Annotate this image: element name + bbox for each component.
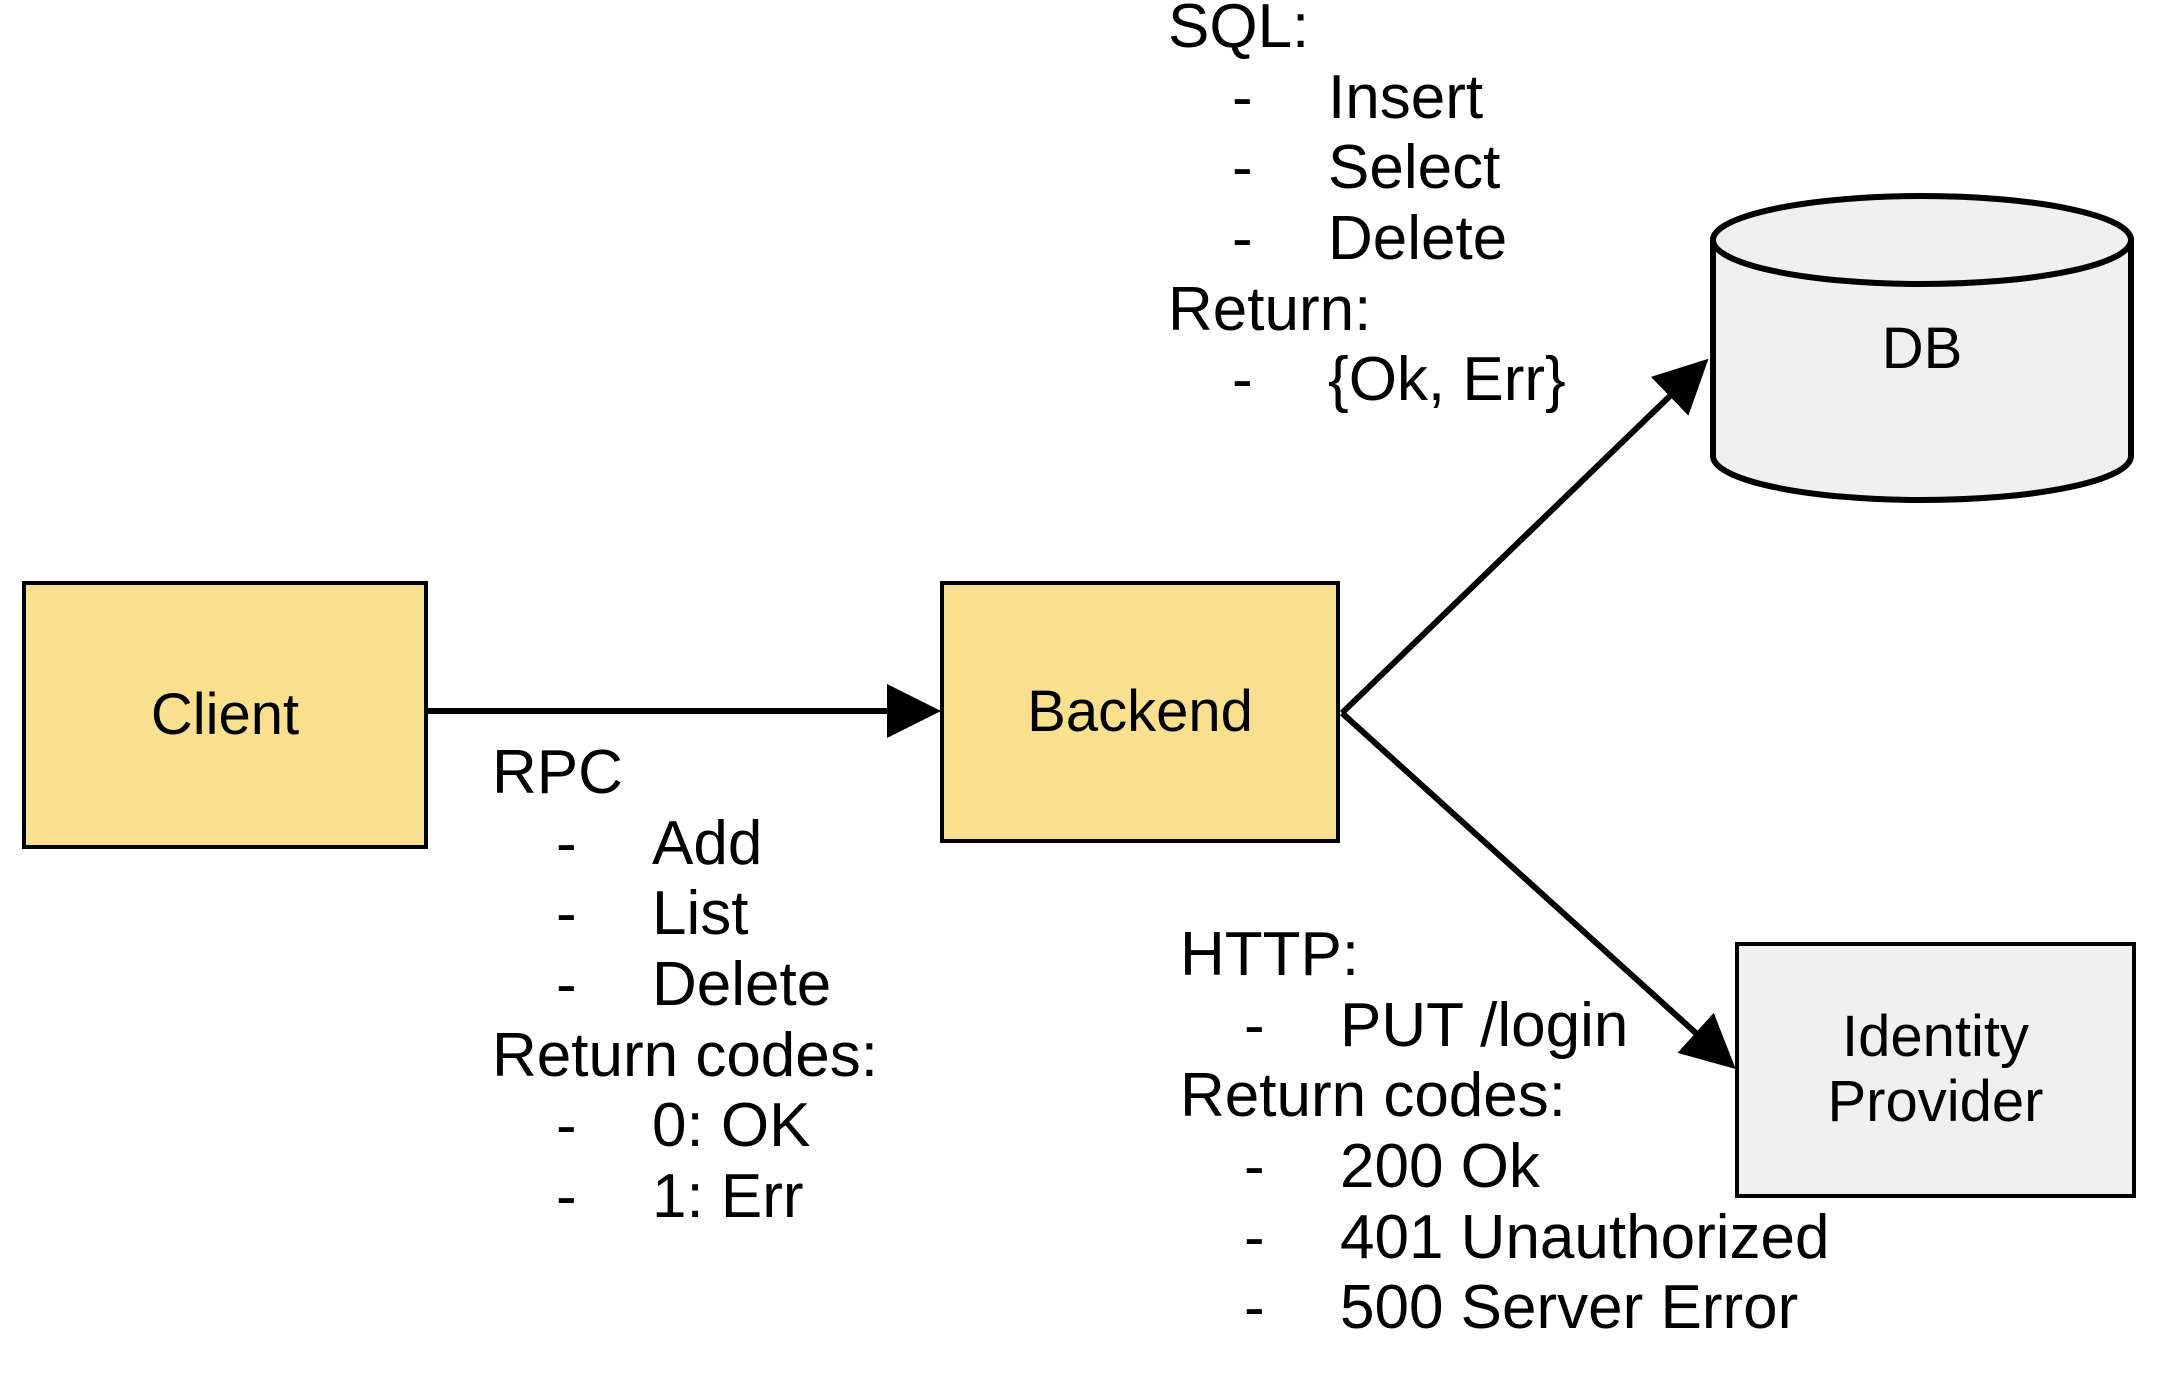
sql-item-2: - Delete [1168, 204, 1566, 275]
bullet-dash: - [1244, 1132, 1265, 1202]
bullet-dash: - [1232, 62, 1253, 132]
annotation-http: HTTP: -PUT /login Return codes: -200 Ok … [1180, 920, 1829, 1344]
http-heading: HTTP: [1180, 920, 1360, 989]
http-item-0-label: PUT /login [1340, 990, 1629, 1060]
bullet-dash: - [1244, 990, 1265, 1060]
bullet-dash: - [556, 879, 577, 949]
annotation-sql: SQL: - Insert - Select - Delete Return: - {O… [1168, 0, 1566, 416]
sql-return-0-label: {Ok, Err} [1328, 345, 1566, 415]
http-return-2: - 500 Server Error [1180, 1273, 1829, 1344]
rpc-item-1: - List [492, 879, 878, 950]
rpc-return-1-label: 1: Err [652, 1162, 804, 1232]
database-cylinder-icon [1710, 193, 2134, 503]
http-item-0: - PUT /login [1180, 991, 1829, 1062]
node-client[interactable]: Client [22, 581, 428, 849]
bullet-dash: - [1232, 133, 1253, 203]
node-backend[interactable]: Backend [940, 581, 1340, 843]
node-database-label: DB [1881, 315, 1963, 381]
sql-item-0-label: Insert [1328, 62, 1484, 132]
sql-item-1: - Select [1168, 133, 1566, 204]
bullet-dash: - [556, 1091, 577, 1161]
http-return-1: - 401 Unauthorized [1180, 1203, 1829, 1274]
rpc-return-0: - 0: OK [492, 1091, 878, 1162]
bullet-dash: - [556, 1162, 577, 1232]
sql-return-0: - {Ok, Err} [1168, 345, 1566, 416]
rpc-return-0-label: 0: OK [652, 1091, 811, 1161]
rpc-heading: RPC [492, 738, 623, 807]
rpc-item-0-label: Add [652, 808, 763, 878]
sql-item-2-label: Delete [1328, 204, 1508, 274]
bullet-dash: - [1244, 1273, 1265, 1343]
rpc-item-2-label: Delete [652, 950, 832, 1020]
bullet-dash: - [1244, 1202, 1265, 1272]
http-returns-heading: Return codes: [1180, 1061, 1566, 1131]
node-identity-provider-label: Identity Provider [1827, 1004, 2044, 1134]
sql-heading: SQL: [1168, 0, 1310, 61]
node-backend-label: Backend [1027, 678, 1253, 744]
node-identity-provider[interactable]: Identity Provider [1735, 942, 2136, 1198]
rpc-item-1-label: List [652, 879, 749, 949]
bullet-dash: - [556, 808, 577, 878]
bullet-dash: - [1232, 345, 1253, 415]
sql-returns-heading: Return: [1168, 274, 1372, 344]
sql-item-0: - Insert [1168, 63, 1566, 134]
rpc-return-1: - 1: Err [492, 1162, 878, 1233]
http-return-1-label: 401 Unauthorized [1340, 1202, 1830, 1272]
bullet-dash: - [1232, 204, 1253, 274]
edge-backend-to-db [1339, 358, 1709, 716]
rpc-item-2: - Delete [492, 950, 878, 1021]
node-database[interactable]: DB [1708, 192, 2136, 504]
sql-item-1-label: Select [1328, 133, 1501, 203]
node-client-label: Client [150, 681, 300, 747]
bullet-dash: - [556, 950, 577, 1020]
rpc-returns-heading: Return codes: [492, 1020, 878, 1090]
http-return-0-label: 200 Ok [1340, 1132, 1540, 1202]
annotation-rpc: RPC - Add - List - Delete Return codes: - 0:… [492, 738, 878, 1233]
rpc-item-0: - Add [492, 809, 878, 880]
http-return-0: - 200 Ok [1180, 1132, 1829, 1203]
http-return-2-label: 500 Server Error [1340, 1273, 1799, 1343]
